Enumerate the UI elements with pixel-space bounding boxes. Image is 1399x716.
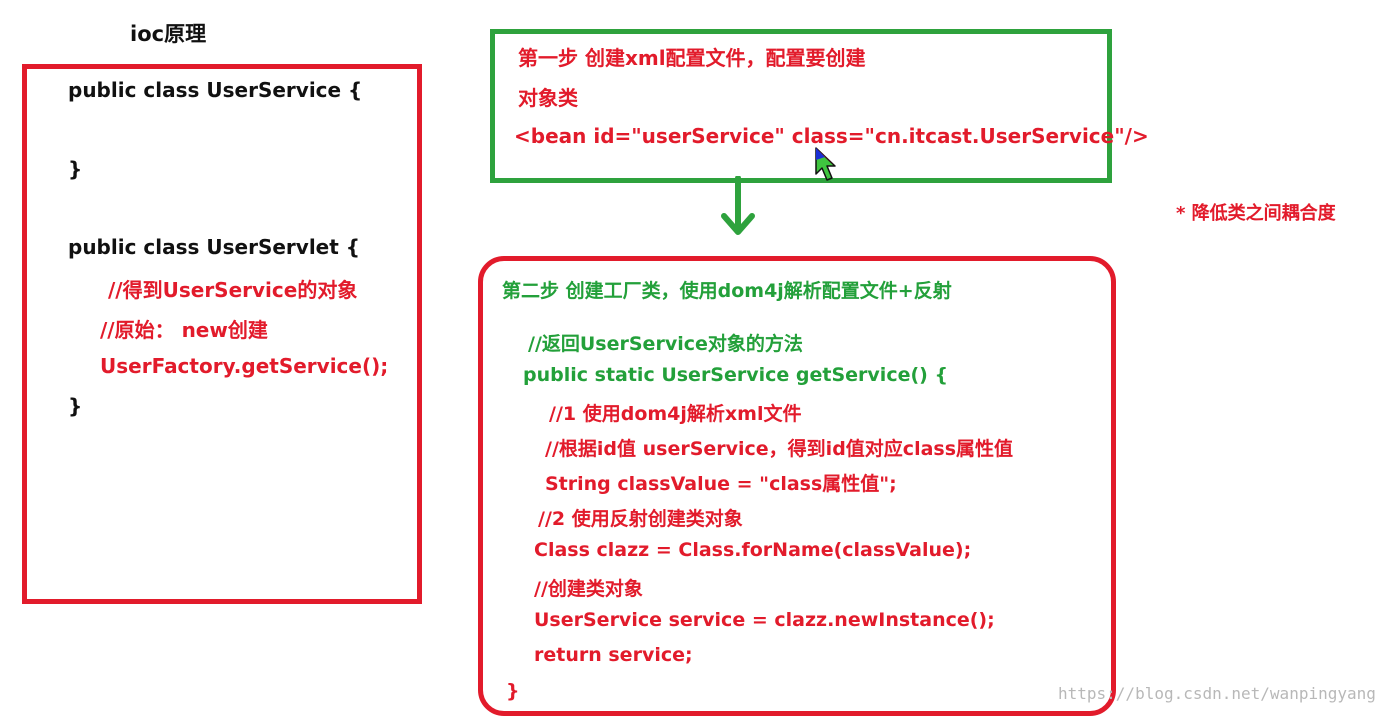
- watermark: https://blog.csdn.net/wanpingyang: [1058, 684, 1376, 703]
- code-comment-original-new: //原始： new创建: [100, 318, 268, 342]
- step2-title: 第二步 创建工厂类，使用dom4j解析配置文件+反射: [502, 280, 952, 302]
- down-arrow-icon: [721, 176, 755, 235]
- mouse-cursor-icon: [815, 147, 836, 181]
- code-line-classvalue: String classValue = "class属性值";: [545, 473, 897, 495]
- step1-title-cont: 对象类: [518, 86, 578, 110]
- code-comment-return: //返回UserService对象的方法: [528, 333, 803, 355]
- code-comment-create: //创建类对象: [534, 578, 643, 600]
- step1-title: 第一步 创建xml配置文件，配置要创建: [518, 46, 866, 70]
- left-code-box: [22, 64, 422, 604]
- code-comment-reflection: //2 使用反射创建类对象: [538, 508, 743, 530]
- code-line-getservice-sig: public static UserService getService() {: [523, 364, 948, 386]
- code-line-closing-brace-2: }: [68, 394, 83, 418]
- code-line-class-forname: Class clazz = Class.forName(classValue);: [534, 539, 972, 561]
- code-line-closing-brace-3: }: [506, 680, 520, 702]
- code-line-newinstance: UserService service = clazz.newInstance(…: [534, 609, 995, 631]
- page-title: ioc原理: [130, 22, 207, 46]
- code-line-userservlet-class: public class UserServlet {: [68, 235, 361, 259]
- code-line-closing-brace: }: [68, 157, 83, 181]
- code-line-return: return service;: [534, 644, 693, 666]
- code-line-factory-call: UserFactory.getService();: [100, 354, 389, 378]
- side-note: * 降低类之间耦合度: [1176, 203, 1336, 224]
- xml-config-box: [490, 29, 1112, 183]
- code-comment-dom4j: //1 使用dom4j解析xml文件: [549, 403, 802, 425]
- code-line-userservice-class: public class UserService {: [68, 78, 363, 102]
- xml-bean-line: <bean id="userService" class="cn.itcast.…: [514, 124, 1149, 148]
- code-comment-get-object: //得到UserService的对象: [108, 278, 358, 302]
- code-comment-id-value: //根据id值 userService，得到id值对应class属性值: [545, 438, 1014, 460]
